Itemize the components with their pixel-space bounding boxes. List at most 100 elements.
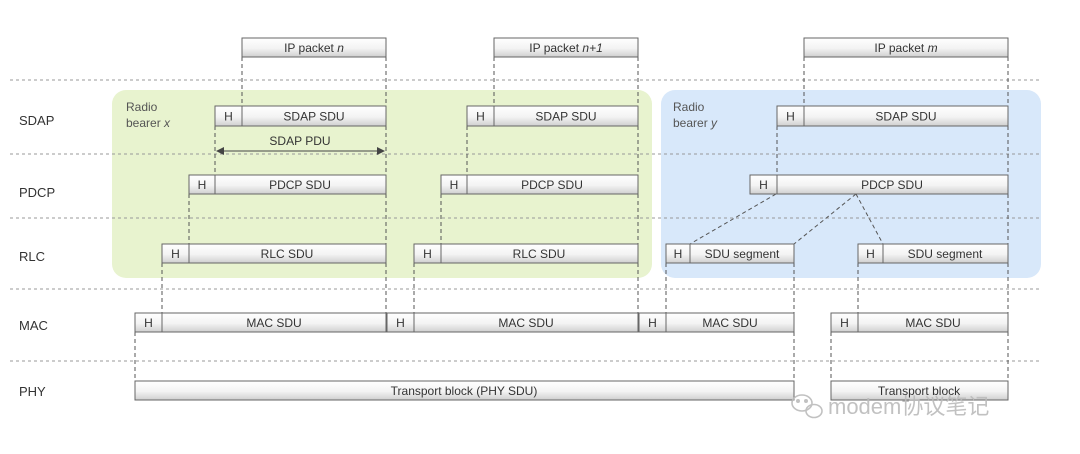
ip-packet-var: n	[337, 41, 344, 55]
transport-block-1: Transport block (PHY SDU)	[134, 380, 795, 401]
layer-label-mac: MAC	[19, 318, 48, 333]
header-label: H	[674, 247, 683, 261]
mac-subpdu-2: H MAC SDU	[386, 312, 639, 333]
layer-separators	[10, 79, 1042, 362]
header-label: H	[198, 178, 207, 192]
sdu-segment-label: SDU segment	[705, 247, 780, 261]
bearer-y-line1: Radio	[673, 100, 705, 114]
watermark: modem协议笔记	[791, 394, 989, 419]
rlc-pdu-1: H RLC SDU	[161, 243, 387, 264]
sdu-box	[776, 174, 1009, 195]
ip-packet-prefix: IP packet	[874, 41, 927, 55]
header-label: H	[786, 110, 795, 124]
sdu-box	[803, 105, 1009, 127]
bearer-x-prefix: bearer	[126, 116, 164, 130]
guide-line	[689, 193, 777, 245]
sdu-box	[440, 243, 639, 264]
sdu-box	[493, 105, 639, 127]
rlc-pdu-2: H RLC SDU	[413, 243, 639, 264]
sdu-box	[161, 312, 387, 333]
mac-subpdu-3: H MAC SDU	[638, 312, 795, 333]
sdu-segment-box	[882, 243, 1009, 264]
sdap-pdu-3: H SDAP SDU	[776, 105, 1009, 127]
sdu-label: MAC SDU	[905, 316, 960, 330]
ip-packet-box	[803, 37, 1009, 58]
sdu-label: SDAP SDU	[875, 110, 936, 124]
sdu-box	[188, 243, 387, 264]
bearer-x-var: x	[163, 116, 171, 130]
header-label: H	[476, 110, 485, 124]
bearer-y-label: Radio bearer y	[673, 100, 718, 130]
pdcp-pdu-3: H PDCP SDU	[749, 174, 1009, 195]
sdap-pdu-label: SDAP PDU	[269, 134, 330, 148]
mac-subpdu-1: H MAC SDU	[134, 312, 387, 333]
pdcp-pdu-1: H PDCP SDU	[188, 174, 387, 195]
sdu-box	[665, 312, 795, 333]
sdap-pdu-2: H SDAP SDU	[466, 105, 639, 127]
ip-packet-box	[241, 37, 387, 58]
wechat-icon	[791, 394, 823, 419]
pdcp-pdu-2: H PDCP SDU	[440, 174, 639, 195]
ip-packet-m: IP packet m	[803, 37, 1009, 58]
bearer-x-line1: Radio	[126, 100, 158, 114]
transport-block-2: Transport block	[830, 380, 1009, 401]
sdu-label: MAC SDU	[498, 316, 553, 330]
header-label: H	[144, 316, 153, 330]
ip-packet-prefix: IP packet	[529, 41, 582, 55]
header-label: H	[224, 110, 233, 124]
sdu-label: PDCP SDU	[269, 178, 331, 192]
watermark-text: modem协议笔记	[828, 394, 989, 419]
bearer-x-label: Radio bearer x	[126, 100, 171, 130]
sdu-box	[214, 174, 387, 195]
header-label: H	[866, 247, 875, 261]
ip-packet-var: n+1	[582, 41, 602, 55]
header-label: H	[450, 178, 459, 192]
ip-packet-var: m	[928, 41, 938, 55]
sdu-box	[413, 312, 639, 333]
rlc-pdu-3: H SDU segment	[665, 243, 795, 264]
layer-label-phy: PHY	[19, 384, 46, 399]
sdu-label: RLC SDU	[513, 247, 566, 261]
layer-label-pdcp: PDCP	[19, 185, 55, 200]
mapping-guides	[134, 57, 1009, 381]
sdu-box	[241, 105, 387, 127]
guide-line	[793, 193, 857, 245]
transport-block-box	[830, 380, 1009, 401]
header-label: H	[396, 316, 405, 330]
ip-packet-label: IP packet m	[874, 41, 937, 55]
sdu-label: MAC SDU	[246, 316, 301, 330]
layer-label-sdap: SDAP	[19, 113, 54, 128]
ip-packet-label: IP packet n	[284, 41, 344, 55]
sdu-label: PDCP SDU	[521, 178, 583, 192]
ip-packet-prefix: IP packet	[284, 41, 337, 55]
sdu-box	[857, 312, 1009, 333]
guide-line	[855, 193, 884, 245]
sdu-box	[466, 174, 639, 195]
transport-block-label: Transport block	[878, 384, 961, 398]
sdu-label: SDAP SDU	[535, 110, 596, 124]
mac-subpdu-4: H MAC SDU	[830, 312, 1009, 333]
bearer-y-line2: bearer y	[673, 116, 718, 130]
rlc-pdu-4: H SDU segment	[857, 243, 1009, 264]
bearer-y-prefix: bearer	[673, 116, 711, 130]
sdu-segment-box	[689, 243, 795, 264]
sdu-segment-label: SDU segment	[908, 247, 983, 261]
ip-packet-n: IP packet n	[241, 37, 387, 58]
transport-block-box	[134, 380, 795, 401]
layer-label-rlc: RLC	[19, 249, 45, 264]
sdu-label: SDAP SDU	[283, 110, 344, 124]
sdu-label: PDCP SDU	[861, 178, 923, 192]
header-label: H	[759, 178, 768, 192]
bearer-y-var: y	[710, 116, 718, 130]
ip-packet-label: IP packet n+1	[529, 41, 603, 55]
sdu-label: RLC SDU	[261, 247, 314, 261]
ip-packet-n-plus-1: IP packet n+1	[493, 37, 639, 58]
ip-packet-box	[493, 37, 639, 58]
bearer-x-line2: bearer x	[126, 116, 171, 130]
header-label: H	[840, 316, 849, 330]
header-label: H	[648, 316, 657, 330]
header-label: H	[423, 247, 432, 261]
sdu-label: MAC SDU	[702, 316, 757, 330]
